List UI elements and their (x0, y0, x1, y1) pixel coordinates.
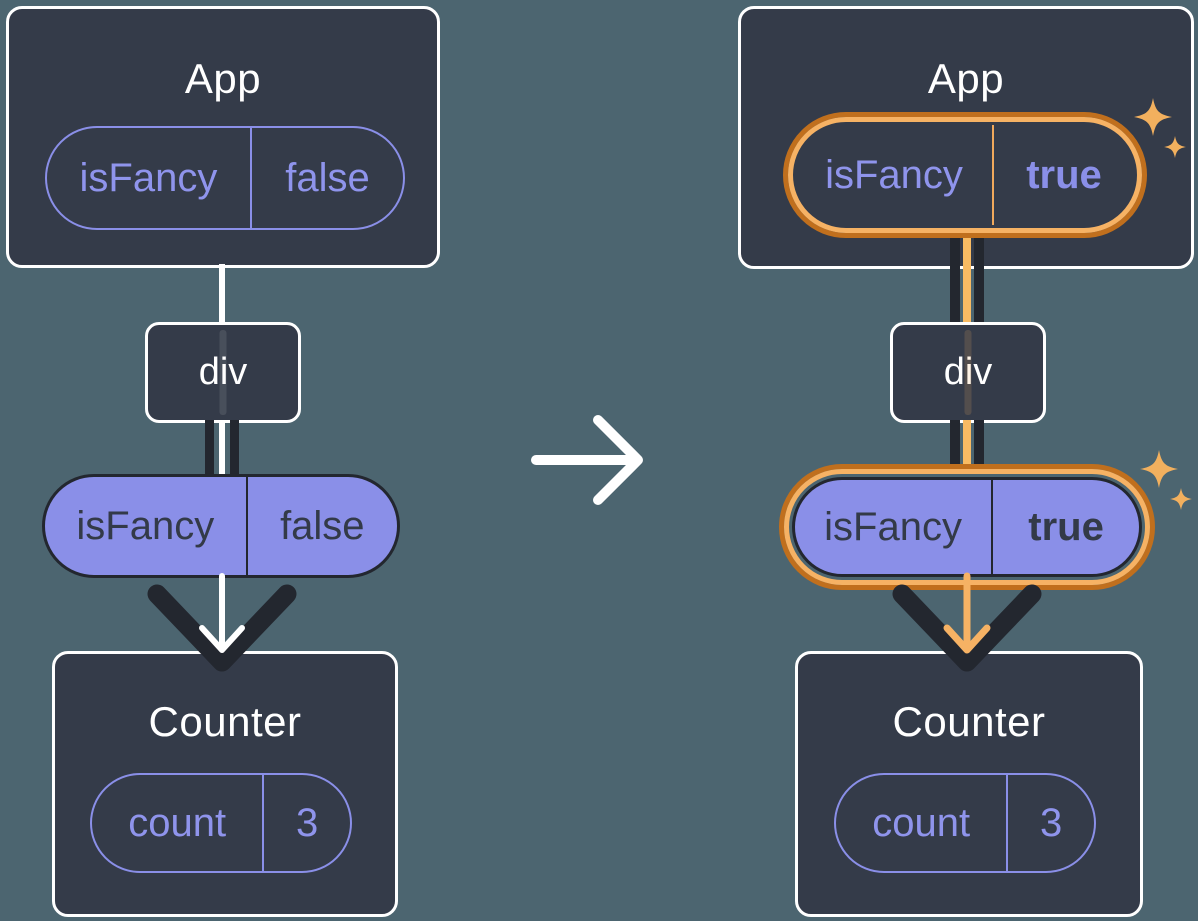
left-div-through-line (219, 330, 227, 415)
right-counter-title: Counter (892, 698, 1046, 745)
count-key-label: count (128, 800, 227, 845)
right-arrow-down-icon (892, 572, 1042, 672)
highlight-ring-inner: isFancy true (784, 469, 1150, 585)
state-value-label: false (249, 128, 403, 228)
highlight-ring-inner: isFancy true (788, 117, 1142, 233)
right-div-node: div (890, 322, 1046, 423)
right-div-label: div (943, 351, 993, 393)
left-prop-pill: isFancy false (42, 474, 400, 578)
left-arrow-down-icon (147, 573, 297, 672)
state-value-label: true (992, 125, 1134, 225)
prop-value-label: true (991, 480, 1139, 574)
prop-key-label: isFancy (76, 503, 215, 548)
left-connector-dark-bar (205, 420, 214, 477)
left-app-card: App isFancy false (6, 6, 440, 268)
count-value-label: 3 (1006, 775, 1094, 871)
left-connector-dark-bar (230, 420, 239, 477)
left-count-pill: count 3 (90, 773, 352, 873)
right-connector-dark-bar (974, 234, 984, 325)
right-prop-pill-highlight-ring: isFancy true (779, 464, 1155, 590)
state-key-label: isFancy (79, 155, 218, 200)
right-app-title: App (927, 55, 1005, 102)
right-app-state-pill-highlight-ring: isFancy true (783, 112, 1147, 238)
left-app-to-div-line (219, 264, 225, 325)
prop-key-label: isFancy (824, 504, 962, 549)
left-app-title: App (184, 55, 262, 102)
right-count-pill: count 3 (834, 773, 1096, 873)
right-counter-card: Counter count 3 (795, 651, 1143, 917)
left-div-node: div (145, 322, 301, 423)
left-counter-card: Counter count 3 (52, 651, 398, 917)
left-app-state-pill: isFancy false (45, 126, 405, 230)
left-connector-light-line (219, 420, 225, 477)
count-key-label: count (872, 800, 971, 845)
right-connector-orange-line (963, 234, 971, 325)
left-counter-title: Counter (148, 698, 302, 745)
prop-value-label: false (245, 477, 397, 575)
right-div-through-line (964, 330, 972, 415)
right-prop-pill: isFancy true (792, 477, 1142, 577)
sparkle-icon (1140, 450, 1192, 510)
left-div-label: div (198, 351, 248, 393)
right-app-state-pill: isFancy true (796, 125, 1134, 225)
right-connector-dark-bar (950, 420, 960, 472)
right-connector-dark-bar (974, 420, 984, 472)
sparkle-icon (1134, 98, 1186, 158)
state-key-label: isFancy (825, 152, 963, 197)
count-value-label: 3 (262, 775, 350, 871)
transition-arrow-right-icon (531, 415, 643, 505)
right-connector-dark-bar (950, 234, 960, 325)
right-connector-orange-line (963, 420, 971, 472)
